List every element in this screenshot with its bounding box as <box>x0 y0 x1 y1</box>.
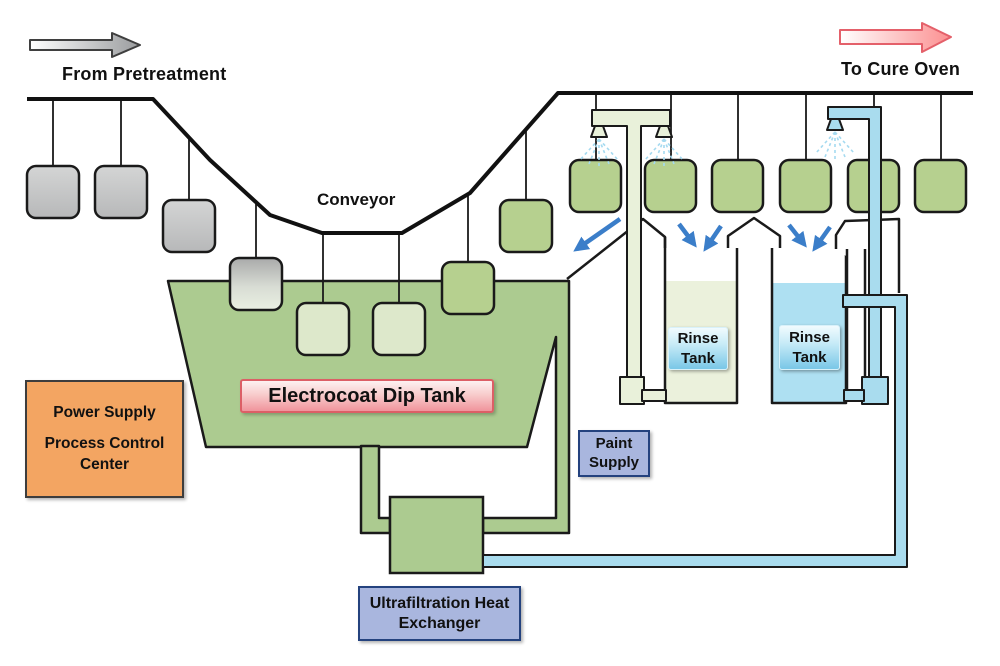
rinse-tank-1-text: Rinse Tank <box>677 330 719 367</box>
dip-tank-label: Electrocoat Dip Tank <box>240 379 494 413</box>
from-pretreatment-label: From Pretreatment <box>62 64 227 84</box>
part-coated-3 <box>643 158 698 214</box>
conveyor-label: Conveyor <box>317 190 396 209</box>
rinse2-arrow-icon <box>812 225 832 252</box>
rinse2-suction-stub <box>843 389 865 402</box>
rinse1-suction-stub <box>641 389 667 402</box>
partition-hood-middle <box>726 216 782 248</box>
part-gray-2 <box>93 164 149 220</box>
power-supply-text: Power Supply <box>53 404 156 422</box>
ultrafiltration-text: Ultrafiltration Heat Exchanger <box>369 594 510 632</box>
rinse2-spray-circuit <box>826 106 889 405</box>
part-exiting-dip <box>440 260 496 316</box>
spray-fan-icon <box>815 131 855 159</box>
paint-supply-box: Paint Supply <box>578 430 650 477</box>
rinse-tank-1-walls <box>663 237 739 405</box>
spray-nozzle-icon <box>655 125 673 138</box>
heat-exchanger-unit <box>388 495 485 575</box>
electrocoat-dip-tank-shape <box>166 279 571 575</box>
part-coated-7 <box>913 158 968 214</box>
conveyor-rail <box>27 91 973 235</box>
tank-drain-pipe <box>359 444 392 535</box>
rinse-tank-2-label: Rinse Tank <box>779 325 840 370</box>
drip-flow-arrows <box>573 217 832 252</box>
uf-permeate-pipe <box>482 294 908 568</box>
rinse1-spray-circuit <box>590 109 673 405</box>
spray-fan-icon <box>579 138 619 166</box>
part-coated-2 <box>568 158 623 214</box>
part-submerged-2 <box>371 301 427 357</box>
power-supply-box: Power Supply Process Control Center <box>25 380 184 498</box>
part-submerged-1 <box>295 301 351 357</box>
rinse-tank-1-label: Rinse Tank <box>668 327 728 370</box>
rinse1-arrow-icon <box>677 222 697 248</box>
spray-nozzle-icon <box>590 125 608 138</box>
rinse1-pump-foot <box>619 376 645 405</box>
from-pretreatment-arrow-icon <box>29 32 141 58</box>
hanging-parts <box>25 158 968 357</box>
process-control-text: Process Control Center <box>44 435 165 473</box>
part-gray-3 <box>161 198 217 254</box>
spray-nozzle-icon <box>826 118 844 131</box>
part-coated-5 <box>778 158 833 214</box>
rinse-tanks <box>663 216 901 405</box>
exit-drip-board <box>566 217 667 280</box>
dripback-arrow-icon <box>573 217 622 252</box>
spray-fans <box>579 131 855 166</box>
rinse2-arrow-icon <box>787 223 807 248</box>
partition-hood-right <box>834 217 901 293</box>
to-cure-oven-label: To Cure Oven <box>841 59 961 79</box>
spray-fan-icon <box>644 138 684 166</box>
to-cure-oven-arrow-icon <box>839 22 952 53</box>
part-hangers <box>52 93 942 305</box>
part-entering-dip <box>228 256 284 312</box>
rinse1-arrow-icon <box>703 224 723 252</box>
rinse2-pump-foot <box>861 376 889 405</box>
part-gray-1 <box>25 164 81 220</box>
ultrafiltration-box: Ultrafiltration Heat Exchanger <box>358 586 521 641</box>
rinse-tank-2-text: Rinse Tank <box>789 329 830 366</box>
paint-supply-text: Paint Supply <box>588 434 639 471</box>
part-coated-1 <box>498 198 554 254</box>
dip-tank-label-text: Electrocoat Dip Tank <box>268 384 466 407</box>
part-coated-4 <box>710 158 765 214</box>
